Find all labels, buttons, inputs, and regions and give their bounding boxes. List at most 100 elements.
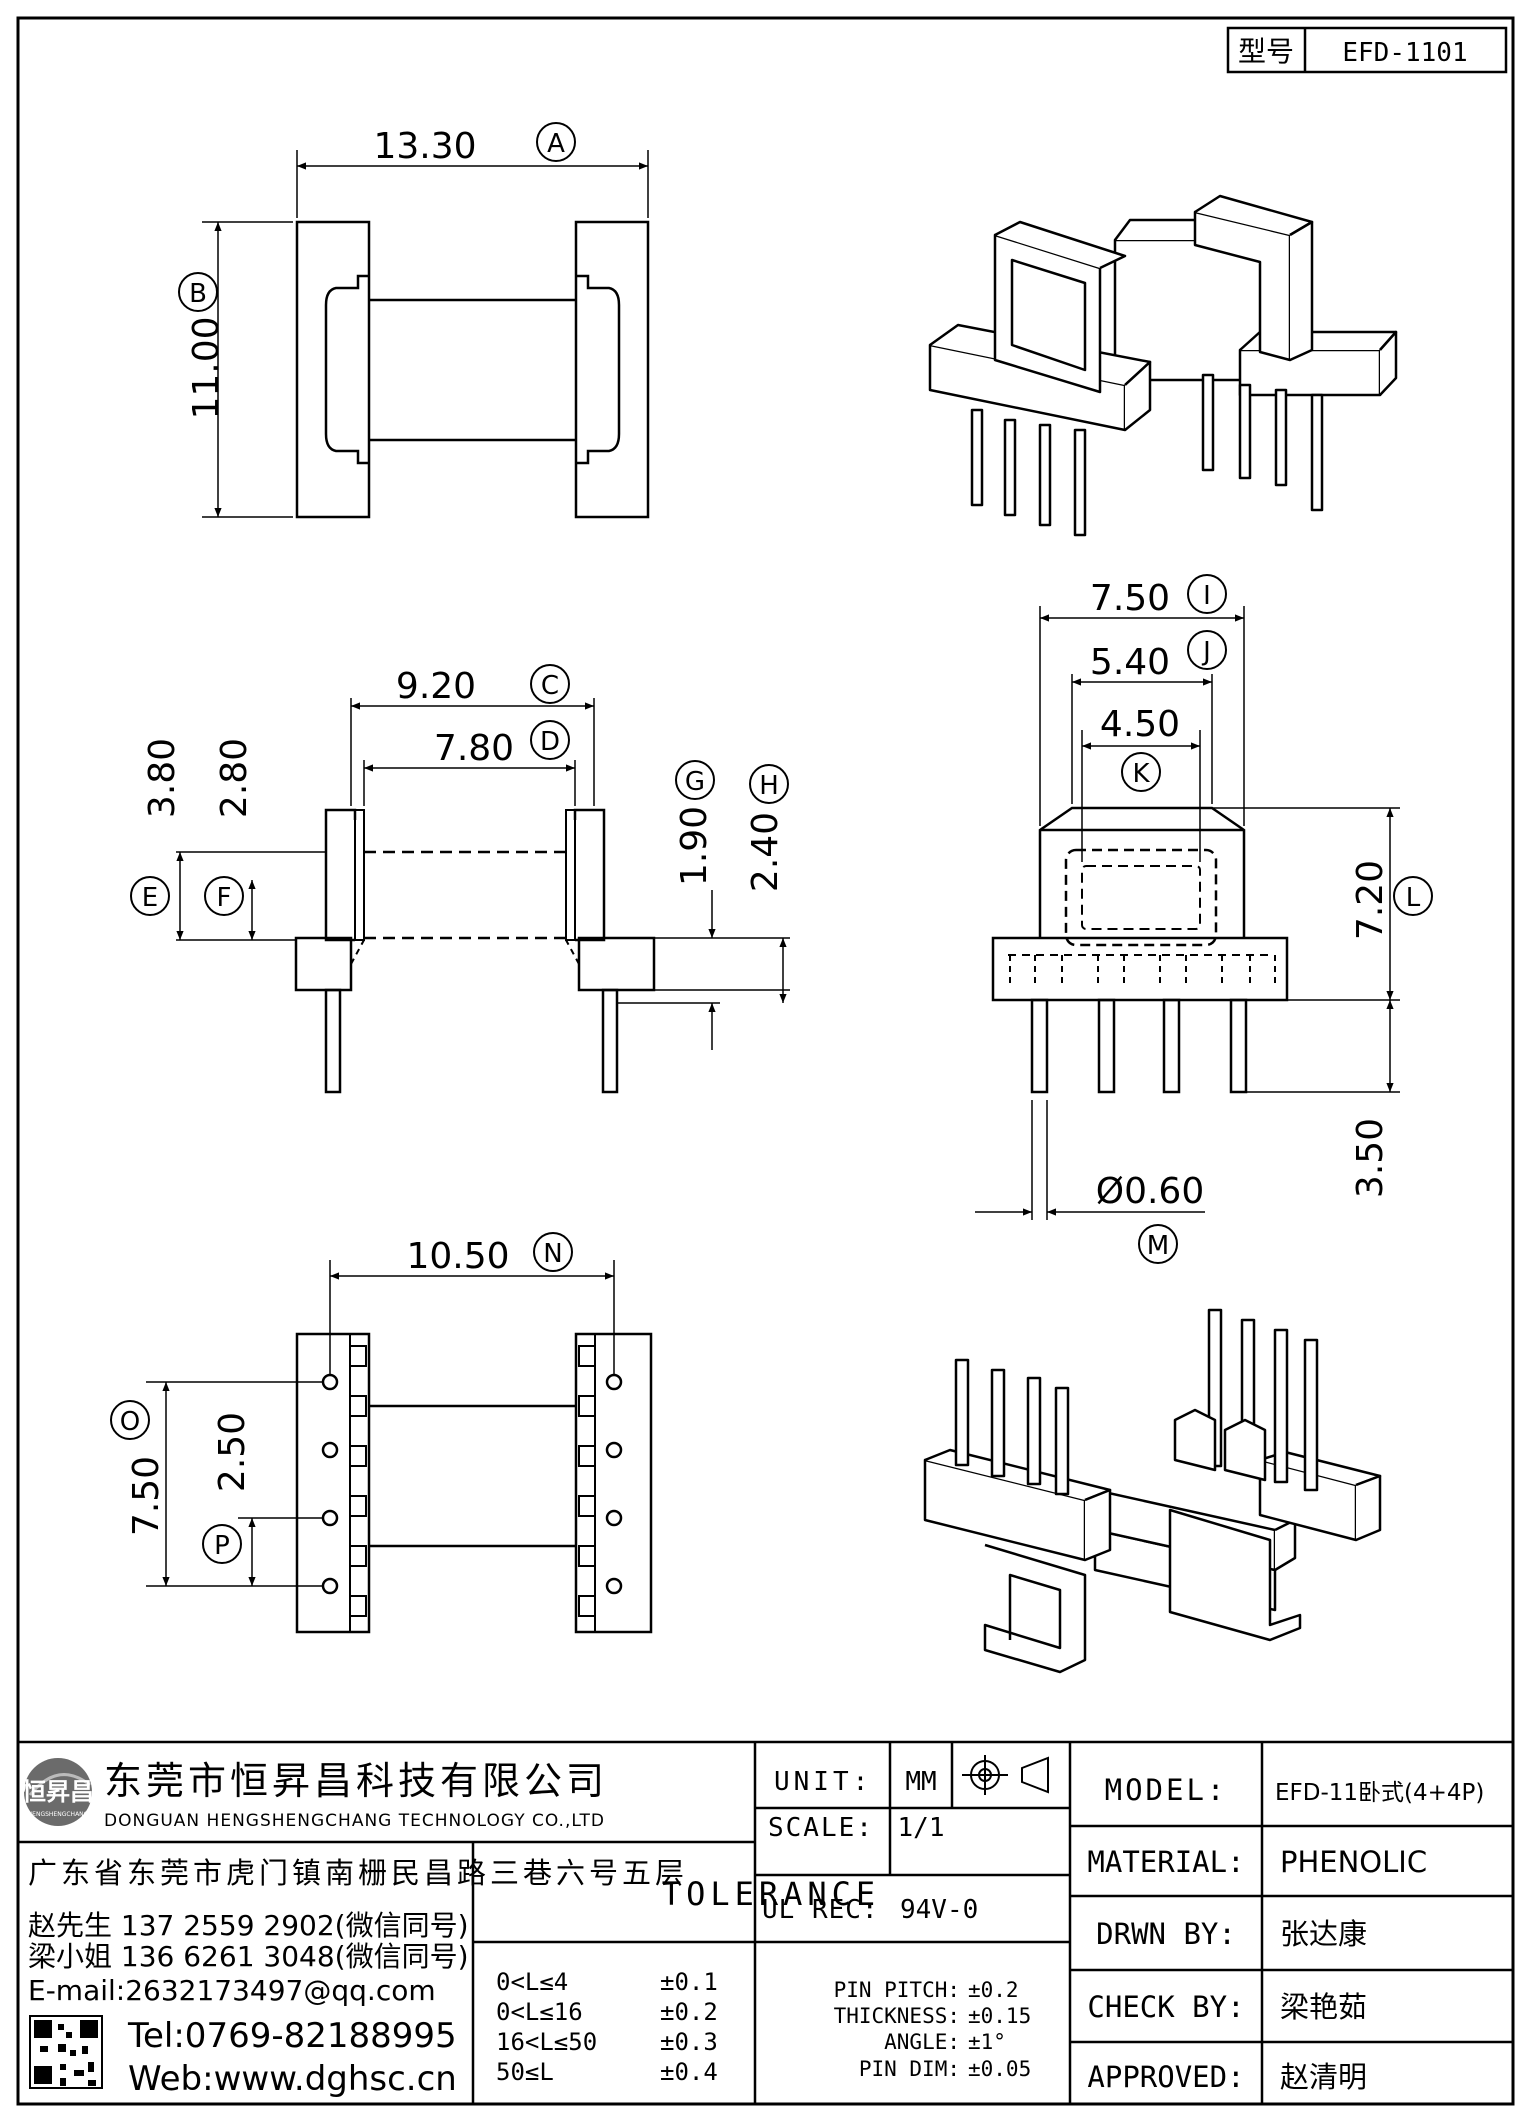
material-label: MATERIAL: <box>1087 1845 1244 1879</box>
tolerance-range: 0<L≤16 <box>496 1998 583 2026</box>
tolerance-extra-value: ±1° <box>968 2030 1006 2054</box>
model-label: MODEL: <box>1105 1773 1228 1807</box>
isometric-view-bottom <box>923 1308 1382 1674</box>
website: Web:www.dghsc.cn <box>128 2059 457 2099</box>
tolerance-extra-label: ANGLE: <box>884 2030 960 2054</box>
company-name-en: DONGUAN HENGSHENGCHANG TECHNOLOGY CO.,LT… <box>104 1811 605 1831</box>
tolerance-extra-value: ±0.05 <box>968 2057 1031 2081</box>
tolerance-range: 16<L≤50 <box>496 2028 597 2056</box>
dim-b-letter: B <box>189 279 207 309</box>
scale-label: SCALE: <box>768 1813 874 1843</box>
isometric-view-top <box>928 194 1398 537</box>
dim-j-tag: J <box>1187 630 1227 670</box>
dim-d-tag: D <box>530 720 570 760</box>
bottom-view <box>146 1260 653 1634</box>
dim-l-tag: L <box>1393 876 1433 916</box>
dim-p-value: 2.50 <box>212 1412 253 1492</box>
dim-i-letter: I <box>1203 581 1211 611</box>
dim-j-letter: J <box>1201 637 1211 667</box>
tolerance-value: ±0.2 <box>660 1998 718 2026</box>
dim-o-tag: O <box>110 1400 150 1440</box>
title-box-value: EFD-1101 <box>1342 38 1467 68</box>
dim-c-letter: C <box>541 671 559 701</box>
tolerance-range: 50≤L <box>496 2058 554 2086</box>
telephone: Tel:0769-82188995 <box>127 2016 457 2056</box>
dim-l-value: 7.20 <box>1350 860 1391 940</box>
scale-value: 1/1 <box>898 1813 945 1843</box>
ul-label: UL REC: <box>762 1895 879 1925</box>
dim-m-tag: M <box>1138 1224 1178 1264</box>
dim-g-value: 1.90 <box>674 806 715 886</box>
dim-j-value: 5.40 <box>1090 642 1170 683</box>
dim-c-tag: C <box>530 664 570 704</box>
dim-l-letter: L <box>1406 883 1421 913</box>
contact-2: 梁小姐 136 6261 3048(微信同号) <box>28 1940 469 1973</box>
front-view <box>975 606 1400 1220</box>
dim-f-letter: F <box>217 883 232 913</box>
dim-a-value: 13.30 <box>373 126 476 167</box>
dim-c-value: 9.20 <box>396 666 476 707</box>
dim-pin-length-value: 3.50 <box>1350 1118 1391 1198</box>
tolerance-table: 0<L≤4 ±0.1 0<L≤16 ±0.2 16<L≤50 ±0.3 50≤L ±0.4 PI… <box>496 1968 1031 2086</box>
qr-code <box>29 2015 103 2089</box>
company-logo: 恒昇昌 HENGSHENGCHANG <box>22 1758 94 1826</box>
tolerance-value: ±0.1 <box>660 1968 718 1996</box>
projection-symbol <box>962 1755 1049 1795</box>
dim-k-value: 4.50 <box>1100 704 1180 745</box>
tolerance-extra-value: ±0.15 <box>968 2004 1031 2028</box>
material-value: PHENOLIC <box>1280 1845 1427 1879</box>
dim-a-letter: A <box>547 129 565 159</box>
dim-i-tag: I <box>1187 574 1227 614</box>
check-by-label: CHECK BY: <box>1087 1990 1244 2024</box>
drawn-by-label: DRWN BY: <box>1096 1917 1236 1951</box>
dim-n-tag: N <box>533 1232 573 1272</box>
top-view <box>202 150 650 519</box>
dim-k-tag: K <box>1121 752 1161 792</box>
title-block-lines <box>18 1740 1513 2104</box>
email: E-mail:2632173497@qq.com <box>28 1974 436 2007</box>
company-address: 广东省东莞市虎门镇南栅民昌路三巷六号五层 <box>28 1856 688 1890</box>
tolerance-extra-label: PIN PITCH: <box>834 1978 960 2002</box>
logo-text: 恒昇昌 <box>22 1778 94 1806</box>
dim-o-value: 7.50 <box>126 1456 167 1536</box>
dim-g-letter: G <box>685 767 705 797</box>
dim-h-letter: H <box>759 771 779 801</box>
dim-f-value: 2.80 <box>214 738 255 818</box>
dim-g-tag: G <box>675 760 715 800</box>
side-view <box>176 698 790 1094</box>
dim-p-tag: P <box>202 1524 242 1564</box>
logo-subtext: HENGSHENGCHANG <box>28 1811 89 1818</box>
dim-n-letter: N <box>543 1239 562 1269</box>
tolerance-range: 0<L≤4 <box>496 1968 568 1996</box>
dim-k-letter: K <box>1132 759 1150 789</box>
dim-e-value: 3.80 <box>142 738 183 818</box>
tolerance-extra-label: PIN DIM: <box>859 2057 960 2081</box>
tolerance-title: TOLERANCE <box>662 1875 880 1913</box>
tolerance-extra-label: THICKNESS: <box>834 2004 960 2028</box>
dim-e-letter: E <box>142 883 158 913</box>
dim-d-value: 7.80 <box>434 728 514 769</box>
unit-value: MM <box>905 1767 936 1797</box>
unit-label: UNIT: <box>774 1767 872 1797</box>
approved-value: 赵清明 <box>1280 2060 1367 2094</box>
drawn-by-value: 张达康 <box>1280 1917 1367 1951</box>
dim-o-letter: O <box>120 1407 140 1437</box>
dim-h-value: 2.40 <box>745 812 786 892</box>
check-by-value: 梁艳茹 <box>1280 1990 1367 2024</box>
sheet-border <box>16 16 1515 2106</box>
approved-label: APPROVED: <box>1087 2060 1244 2094</box>
dim-f-tag: F <box>204 876 244 916</box>
model-value: EFD-11卧式(4+4P) <box>1275 1780 1484 1806</box>
dim-a-tag: A <box>536 122 576 162</box>
title-box-label: 型号 <box>1238 35 1294 68</box>
dim-b-tag: B <box>178 272 218 312</box>
tolerance-value: ±0.3 <box>660 2028 718 2056</box>
dim-e-tag: E <box>130 876 170 916</box>
tolerance-value: ±0.4 <box>660 2058 718 2086</box>
dim-m-value: Ø0.60 <box>1096 1171 1205 1212</box>
dim-d-letter: D <box>540 727 560 757</box>
dim-i-value: 7.50 <box>1090 578 1170 619</box>
tolerance-extra-value: ±0.2 <box>968 1978 1019 2002</box>
dim-h-tag: H <box>749 764 789 804</box>
